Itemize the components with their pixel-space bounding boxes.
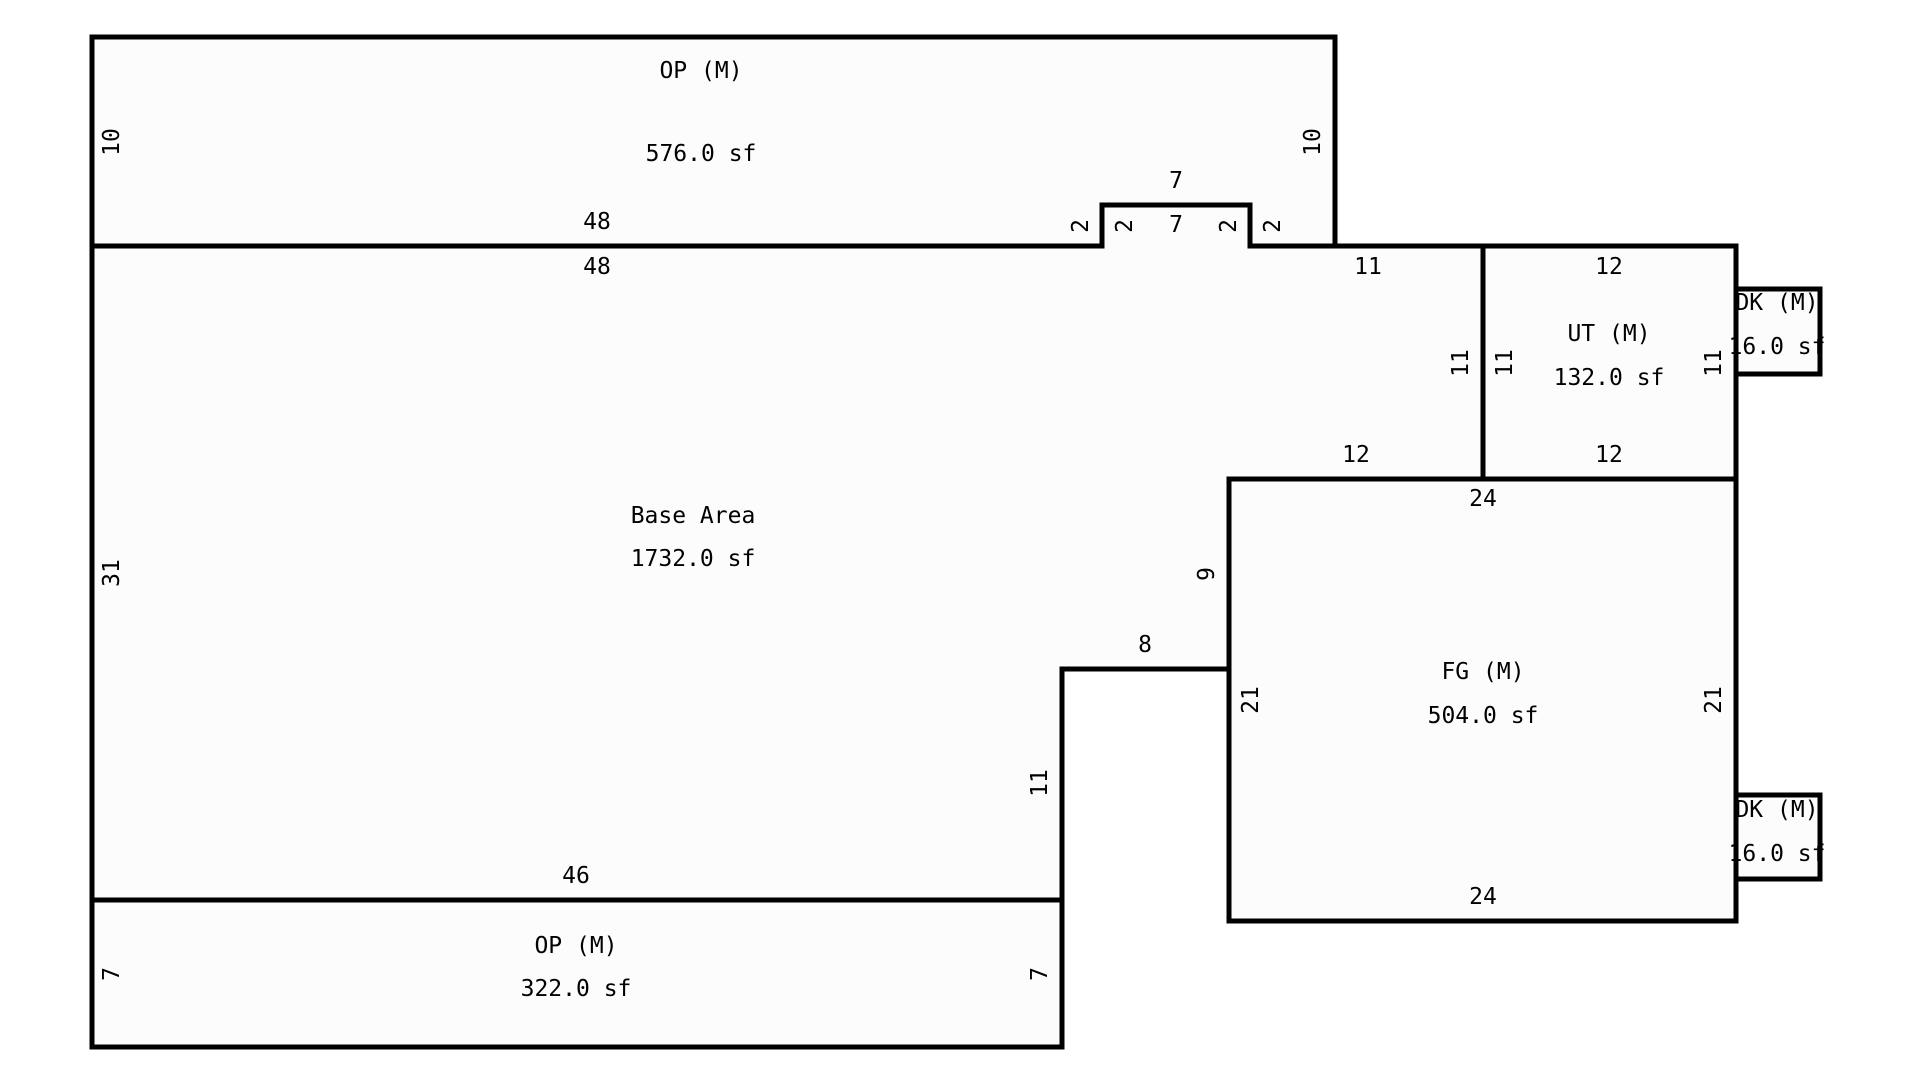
dk-bottom-size: 16.0 sf — [1729, 841, 1826, 867]
dk-bottom-name: DK (M) — [1735, 797, 1818, 823]
dim-op-top-bottom: 48 — [583, 209, 611, 235]
dim-op-top-right: 10 — [1300, 128, 1326, 156]
op-top-name: OP (M) — [659, 58, 742, 84]
area-fills — [92, 37, 1820, 1047]
dk-top-outline — [1733, 286, 1823, 377]
fg-name: FG (M) — [1441, 659, 1524, 685]
dim-fg-top: 24 — [1469, 486, 1497, 512]
ut-fill — [1483, 246, 1736, 479]
dim-ut-left: 11 — [1492, 349, 1518, 377]
ut-size: 132.0 sf — [1554, 365, 1665, 391]
op-bottom-fill — [92, 900, 1062, 1047]
dim-op-bottom-right: 7 — [1027, 967, 1053, 981]
dim-op-top-left: 10 — [99, 128, 125, 156]
base-notch-wall — [1059, 666, 1232, 1050]
area-labels: OP (M) 576.0 sf Base Area 1732.0 sf UT (… — [521, 58, 1826, 1002]
dk-top-fill — [1736, 289, 1820, 374]
fg-size: 504.0 sf — [1428, 703, 1539, 729]
dk-bottom-outline — [1733, 792, 1823, 882]
op-top-size: 576.0 sf — [646, 141, 757, 167]
dim-bump-right-inner: 2 — [1216, 219, 1242, 233]
dim-fg-left: 21 — [1238, 686, 1264, 714]
ut-name: UT (M) — [1567, 321, 1650, 347]
dim-bump-inner: 7 — [1169, 212, 1183, 238]
dk-top-size: 16.0 sf — [1729, 334, 1826, 360]
op-bottom-name: OP (M) — [534, 933, 617, 959]
base-top-wall — [89, 202, 1739, 249]
dim-fg-bottom: 24 — [1469, 884, 1497, 910]
base-area-fill — [92, 205, 1483, 900]
dk-bottom-fill — [1736, 795, 1820, 879]
dimension-labels: 48 48 7 7 11 12 12 12 24 8 46 24 10 10 2… — [99, 128, 1727, 981]
dim-bump-left-inner: 2 — [1112, 219, 1138, 233]
dim-bump-left-outer: 2 — [1068, 219, 1094, 233]
dim-ut-right: 11 — [1701, 349, 1727, 377]
base-area-name: Base Area — [631, 503, 756, 529]
dim-ut-top: 12 — [1595, 254, 1623, 280]
dim-base-top: 48 — [583, 254, 611, 280]
dim-base-notch-right: 9 — [1194, 567, 1220, 581]
fg-outline — [1226, 476, 1739, 924]
dim-base-top-right: 11 — [1354, 254, 1382, 280]
dim-fg-right: 21 — [1701, 686, 1727, 714]
dim-base-notch-left: 11 — [1027, 769, 1053, 797]
dim-base-notch-top: 8 — [1138, 632, 1152, 658]
dim-bump-top: 7 — [1169, 168, 1183, 194]
dim-base-bottom: 46 — [562, 863, 590, 889]
dk-top-name: DK (M) — [1735, 290, 1818, 316]
dim-base-left: 31 — [99, 559, 125, 587]
dim-bump-right-outer: 2 — [1260, 219, 1286, 233]
base-area-size: 1732.0 sf — [631, 546, 756, 572]
op-top-fill — [92, 37, 1335, 246]
dim-ut-bottom: 12 — [1595, 442, 1623, 468]
wall-lines — [89, 34, 1823, 1050]
dim-base-right-upper: 11 — [1448, 349, 1474, 377]
dim-base-step: 12 — [1342, 442, 1370, 468]
fg-fill — [1229, 479, 1736, 921]
op-top-outline — [89, 34, 1338, 249]
op-bottom-size: 322.0 sf — [521, 976, 632, 1002]
dim-op-bottom-left: 7 — [99, 967, 125, 981]
